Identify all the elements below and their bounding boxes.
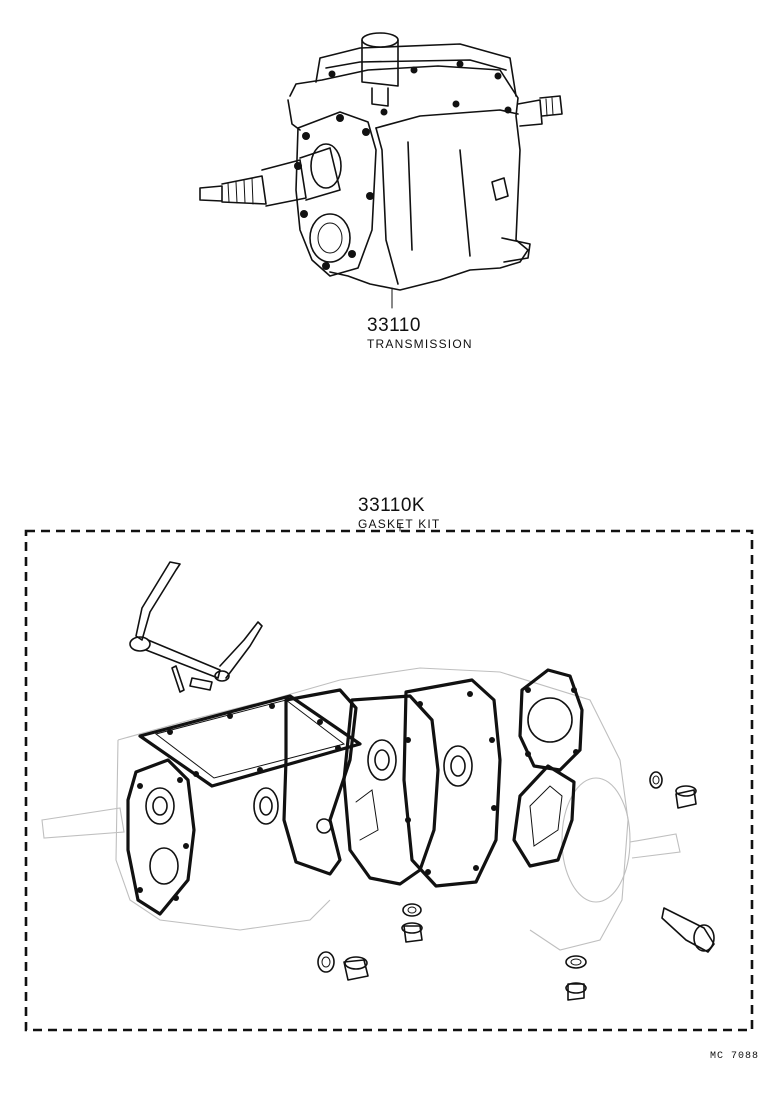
transmission-callout: 33110 TRANSMISSION	[367, 315, 473, 351]
part-name: TRANSMISSION	[367, 337, 473, 351]
gasket-kit-callout: 33110K GASKET KIT	[358, 495, 440, 531]
part-number: 33110K	[358, 495, 426, 516]
gasket-kit-illustration	[24, 523, 754, 1032]
part-name: GASKET KIT	[358, 517, 441, 531]
figure-reference: MC 7088	[710, 1051, 760, 1062]
part-number: 33110	[367, 315, 421, 336]
transmission-illustration	[199, 32, 563, 309]
